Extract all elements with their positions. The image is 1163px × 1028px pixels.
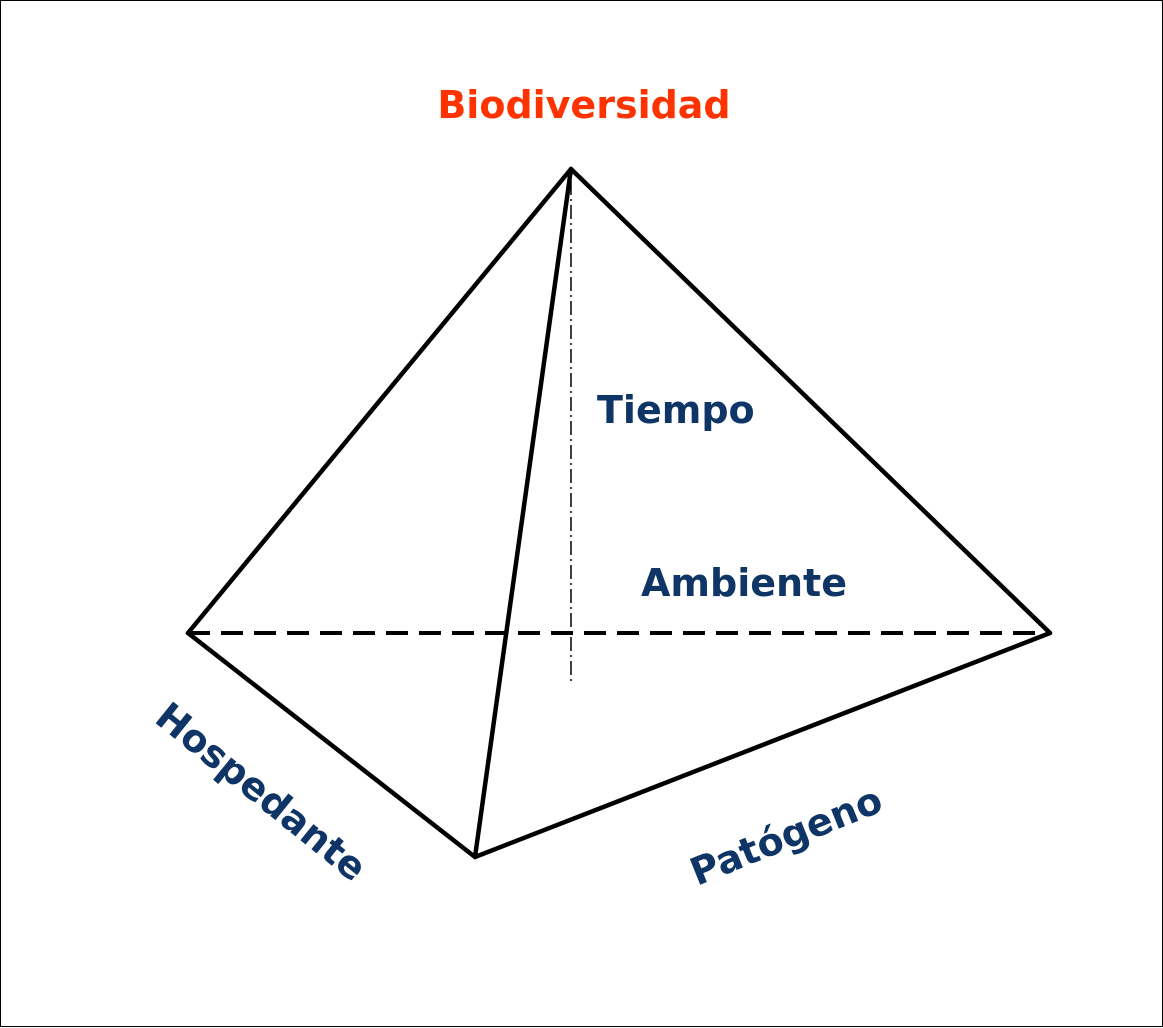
edge-apex-right <box>568 166 1053 636</box>
base-label: Ambiente <box>641 561 847 605</box>
axis-label: Tiempo <box>597 388 755 432</box>
edge-left-front <box>185 630 478 860</box>
pyramid-edges <box>185 166 1053 860</box>
edge-apex-front <box>472 166 574 860</box>
edge-front-right <box>472 630 1053 860</box>
left-edge-label: Hospedante <box>147 694 375 890</box>
edge-apex-left <box>185 166 574 636</box>
right-edge-label: Patógeno <box>684 778 889 895</box>
apex-label: Biodiversidad <box>437 83 730 127</box>
